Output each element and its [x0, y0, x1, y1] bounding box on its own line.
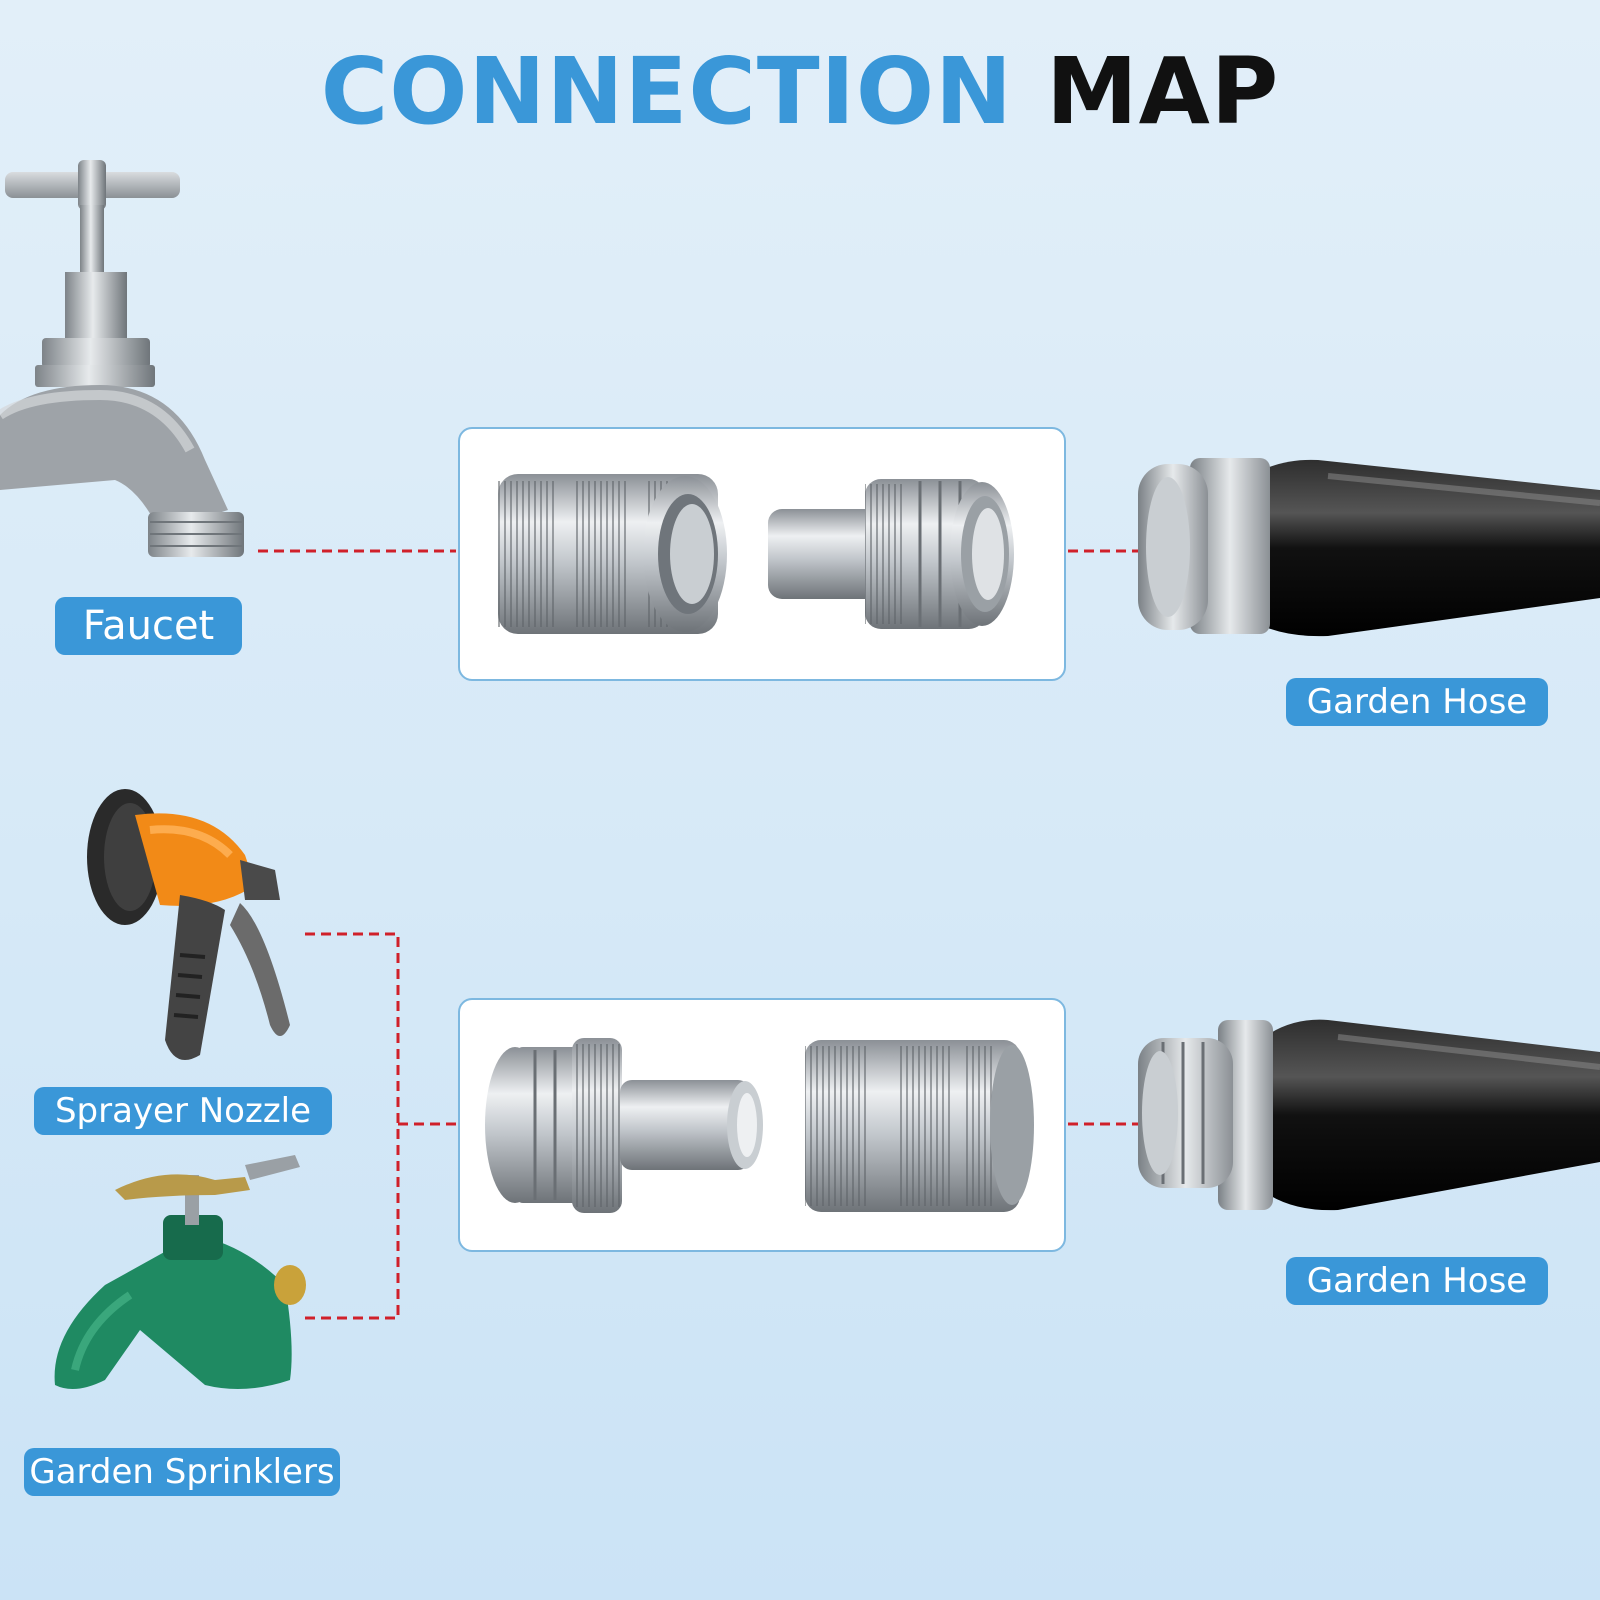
title-connection: CONNECTION: [320, 38, 1014, 145]
label-faucet: Faucet: [55, 597, 242, 655]
sprayer-nozzle-icon: [87, 789, 290, 1060]
label-garden-hose-top: Garden Hose: [1286, 678, 1548, 726]
garden-sprinkler-icon: [54, 1155, 306, 1389]
title-map: MAP: [1046, 38, 1280, 145]
connector-box-bottom: [458, 998, 1066, 1252]
quick-connector-set-icon: [485, 1038, 1034, 1213]
garden-hose-icon-bottom: [1138, 1019, 1600, 1211]
garden-hose-icon-top: [1138, 458, 1600, 637]
label-garden-hose-bottom: Garden Hose: [1286, 1257, 1548, 1305]
label-sprayer-nozzle: Sprayer Nozzle: [34, 1087, 332, 1135]
faucet-icon: [0, 160, 244, 557]
connector-box-top: [458, 427, 1066, 681]
quick-connector-set-icon: [498, 474, 1014, 634]
label-garden-sprinklers: Garden Sprinklers: [24, 1448, 340, 1496]
page-title: CONNECTION MAP: [0, 46, 1600, 138]
